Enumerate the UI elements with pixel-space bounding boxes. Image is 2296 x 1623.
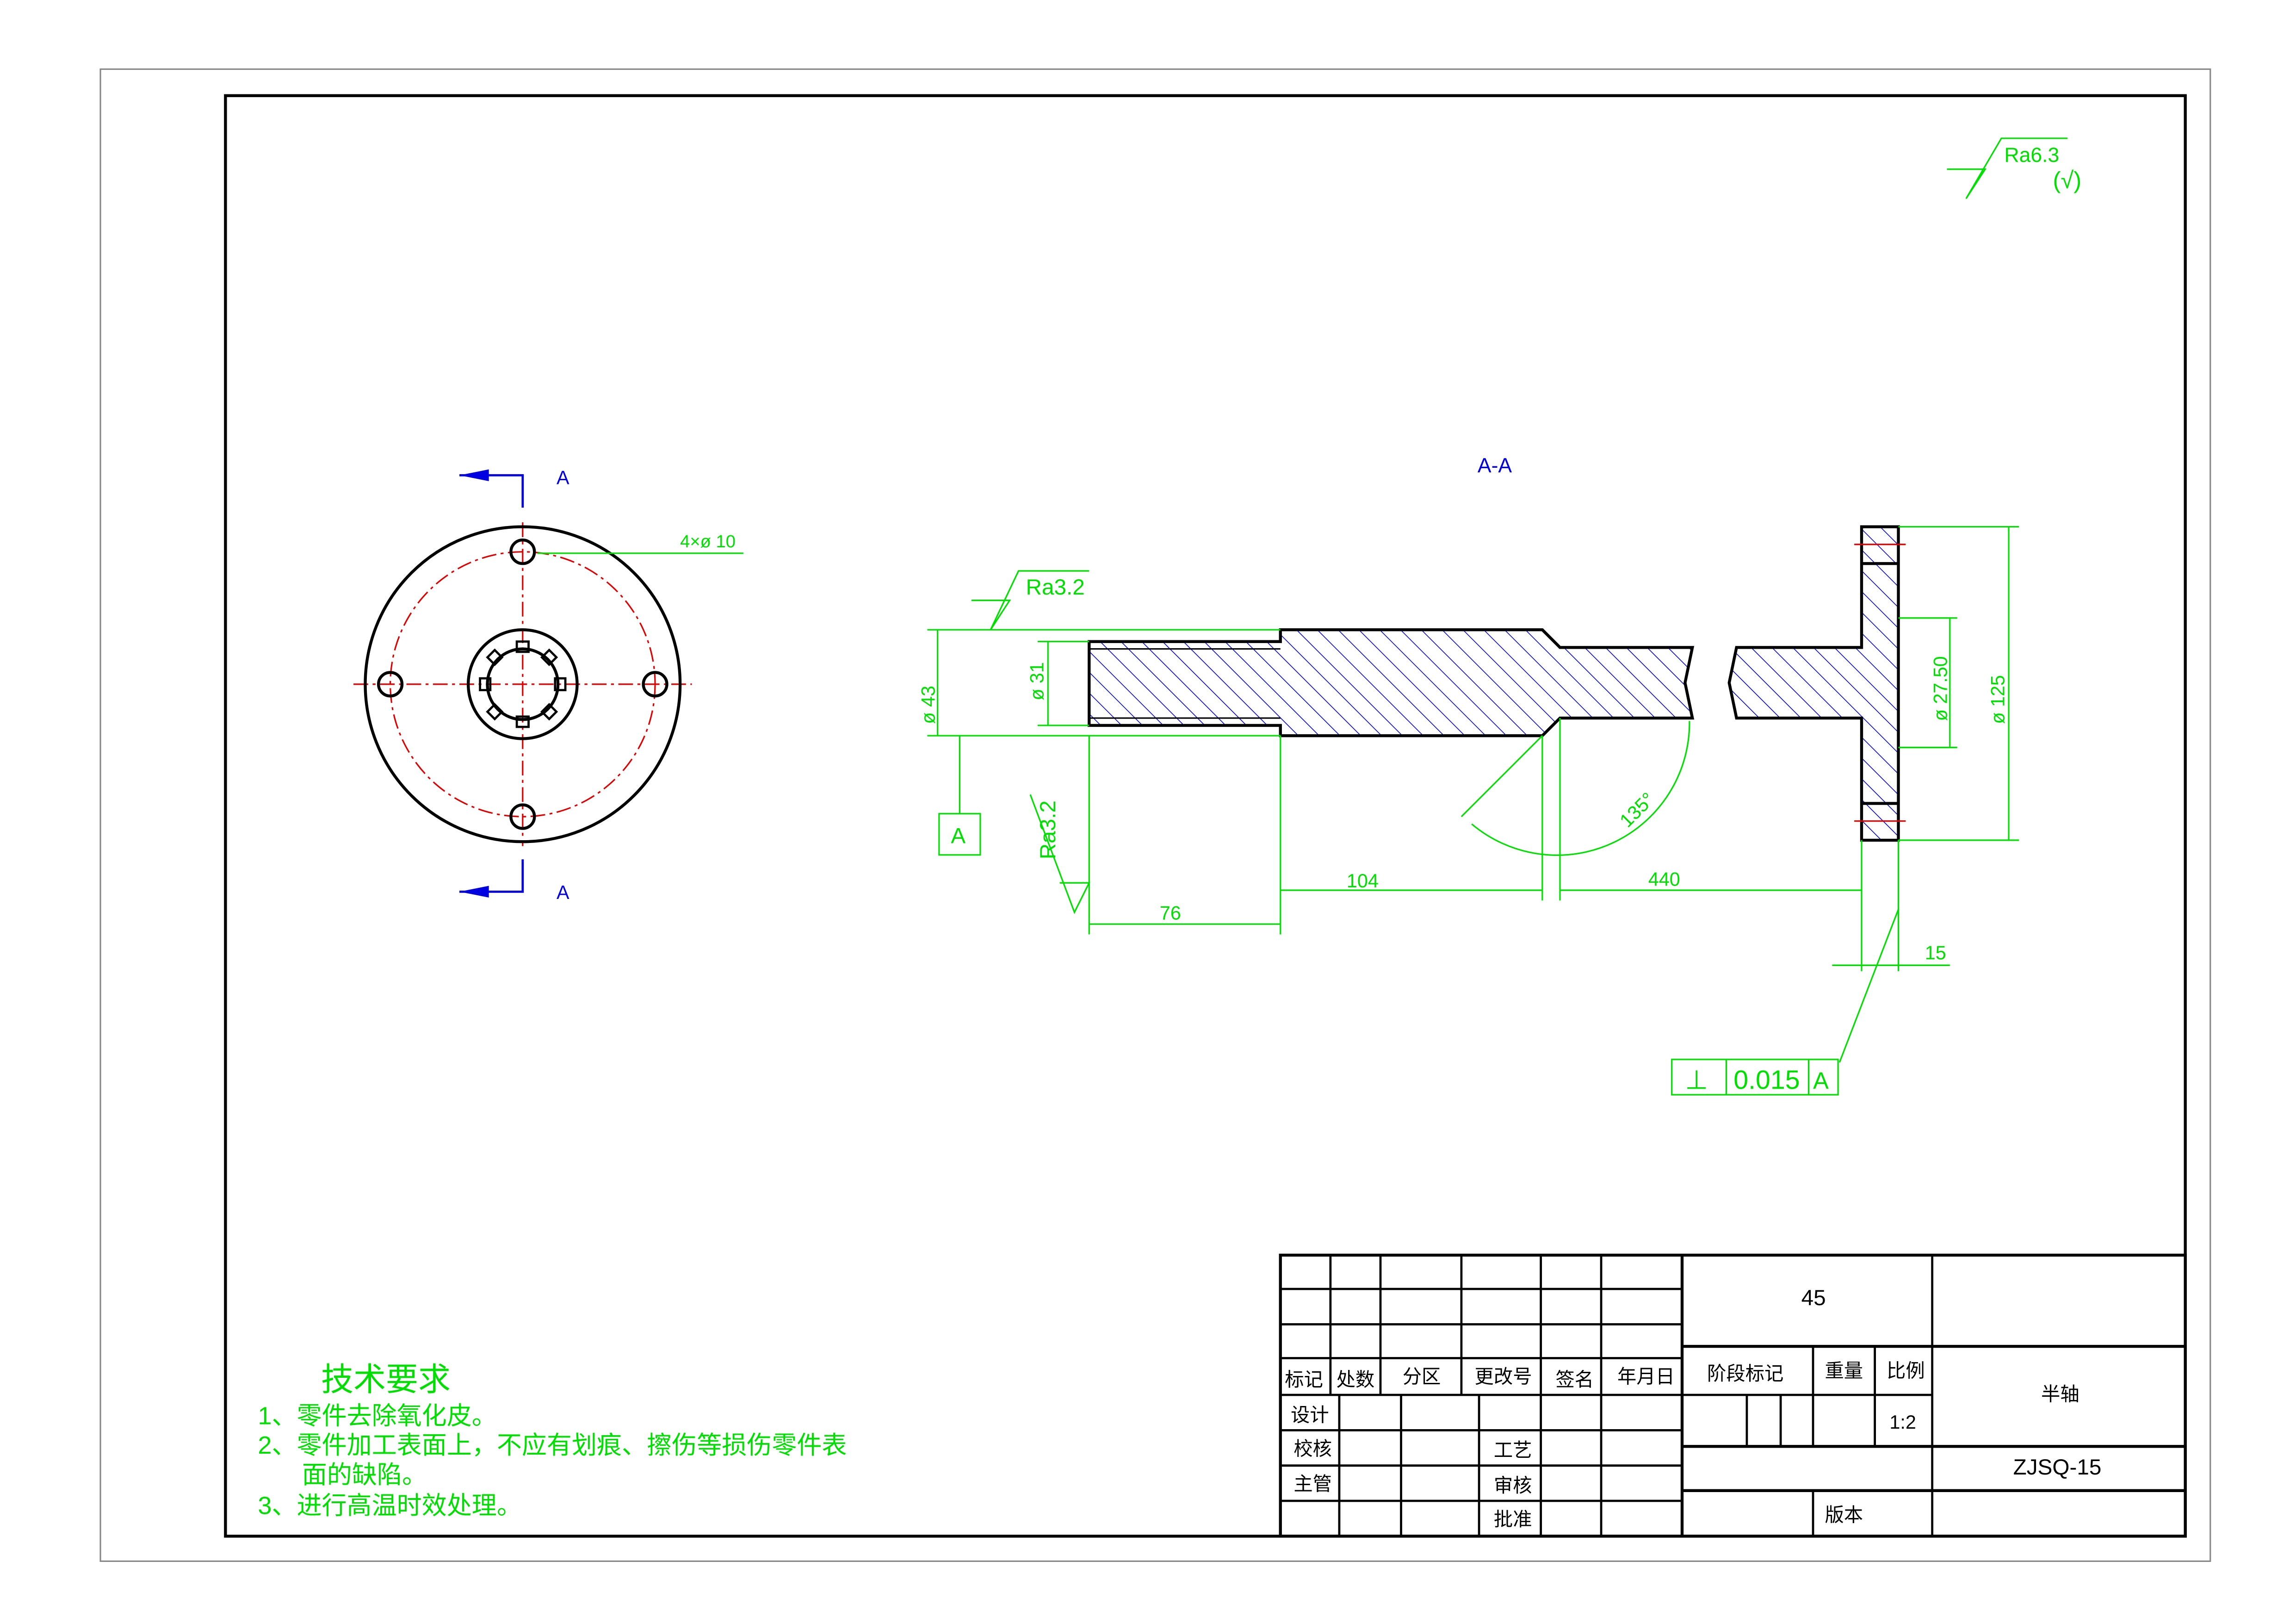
roughness-text: Ra6.3	[2005, 144, 2060, 167]
tolerance-datum: A	[1813, 1068, 1829, 1094]
cut-label-top: A	[557, 467, 569, 488]
process-label: 工艺	[1494, 1440, 1532, 1461]
approve-label: 批准	[1494, 1509, 1532, 1530]
tech-req-item: 3、进行高温时效处理。	[258, 1492, 522, 1520]
roughness-shaft: Ra3.2	[1026, 575, 1085, 600]
chief-label: 主管	[1293, 1474, 1332, 1495]
dim-440: 440	[1648, 869, 1680, 890]
inner-border	[224, 94, 2187, 1538]
title-block	[1279, 1253, 2187, 1538]
stage-label: 阶段标记	[1707, 1363, 1783, 1384]
scale-value: 1:2	[1889, 1412, 1916, 1433]
section-label: A-A	[1478, 454, 1512, 477]
check-label: 校核	[1293, 1438, 1332, 1459]
hdr-change: 更改号	[1475, 1366, 1532, 1388]
dim-76: 76	[1160, 903, 1181, 924]
tech-req-item: 1、零件去除氧化皮。	[258, 1402, 496, 1430]
datum-label: A	[951, 824, 965, 848]
tech-req-item: 面的缺陷。	[302, 1461, 427, 1489]
roughness-note: (√)	[2053, 167, 2081, 193]
hdr-count: 处数	[1337, 1369, 1375, 1390]
tolerance-value: 0.015	[1733, 1065, 1800, 1095]
title-block-text: 标记 处数 分区 更改号 签名 年月日 设计 校核 主管 工艺 审核 批准 45…	[1285, 1286, 2101, 1530]
dim-104: 104	[1347, 870, 1379, 892]
dim-d31: ø 31	[1027, 662, 1048, 700]
roughness-bore: Ra3.2	[1036, 800, 1060, 859]
end-view: 4×ø 10 A A	[353, 467, 743, 903]
dim-d43: ø 43	[917, 686, 939, 724]
part-name: 半轴	[2041, 1384, 2079, 1405]
dim-d27: ø 27.50	[1930, 656, 1951, 721]
tech-req-title: 技术要求	[321, 1361, 451, 1397]
drawing-number: ZJSQ-15	[2013, 1455, 2102, 1480]
design-label: 设计	[1291, 1404, 1329, 1425]
review-label: 审核	[1494, 1475, 1532, 1496]
dim-15: 15	[1925, 942, 1946, 964]
technical-requirements: 技术要求 1、零件去除氧化皮。 2、零件加工表面上，不应有划痕、擦伤等损伤零件表…	[258, 1361, 847, 1519]
version-label: 版本	[1825, 1505, 1863, 1526]
outer-border	[99, 68, 2211, 1562]
hdr-zone: 分区	[1403, 1366, 1441, 1388]
section-view: A-A Ra3.2 Ra3.2 ø 43 ø 31 ø 27.50 ø 125 …	[917, 454, 2019, 1096]
weight-label: 重量	[1825, 1360, 1863, 1381]
hdr-sign: 签名	[1555, 1369, 1594, 1390]
dim-angle: 135°	[1615, 788, 1659, 831]
general-roughness: Ra6.3 (√)	[1947, 137, 2081, 199]
hdr-mark: 标记	[1285, 1369, 1323, 1390]
tolerance-symbol: ⊥	[1685, 1065, 1708, 1095]
holes-dim: 4×ø 10	[680, 532, 736, 551]
hdr-date: 年月日	[1617, 1366, 1675, 1388]
dim-d125: ø 125	[1987, 675, 2009, 724]
tech-req-item: 2、零件加工表面上，不应有划痕、擦伤等损伤零件表	[258, 1431, 847, 1459]
material: 45	[1801, 1286, 1826, 1310]
cut-label-bottom: A	[557, 882, 569, 903]
scale-label: 比例	[1887, 1360, 1925, 1381]
